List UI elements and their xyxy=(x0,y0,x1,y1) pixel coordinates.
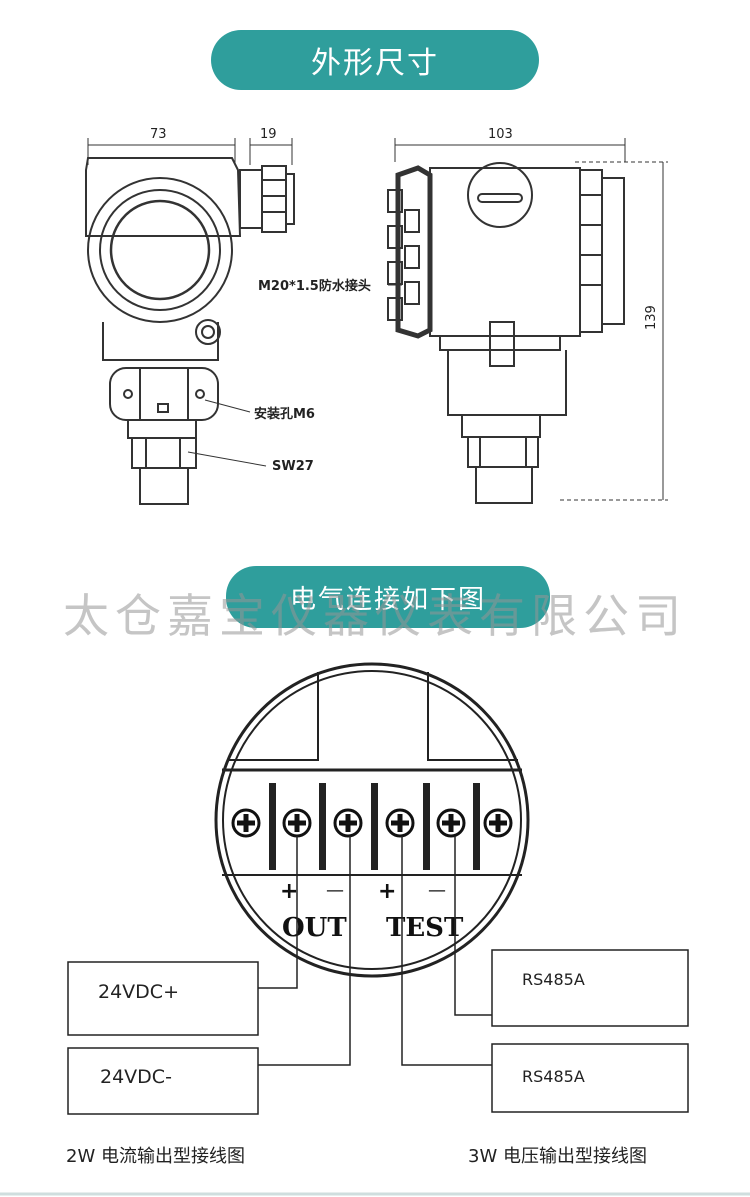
screw-icon xyxy=(282,808,312,838)
connection-boxes xyxy=(67,949,689,1115)
box-label-24vdc-plus: 24VDC+ xyxy=(98,981,179,1003)
screw-icon xyxy=(231,808,261,838)
caption-3w: 3W 电压输出型接线图 xyxy=(468,1146,647,1167)
screw-icon xyxy=(436,808,466,838)
screw-icon xyxy=(333,808,363,838)
terminal-minus-2: — xyxy=(428,880,446,901)
caption-2w: 2W 电流输出型接线图 xyxy=(66,1146,245,1167)
terminal-strip xyxy=(269,783,480,870)
terminal-test-label: TEST xyxy=(386,913,464,943)
box-label-rs485a-bottom: RS485A xyxy=(522,1067,585,1086)
wires xyxy=(258,836,492,1066)
terminal-plus-1: + xyxy=(280,879,298,904)
box-label-24vdc-minus: 24VDC- xyxy=(100,1066,172,1088)
section-title-dimensions: 外形尺寸 xyxy=(211,30,539,90)
dim-139: 139 xyxy=(644,305,659,330)
front-view-drawing xyxy=(85,138,295,505)
label-wrench-size: SW27 xyxy=(272,459,314,474)
label-mount-hole: 安装孔M6 xyxy=(254,406,315,422)
dim-103: 103 xyxy=(488,127,513,142)
screw-icon xyxy=(483,808,513,838)
terminal-minus-1: — xyxy=(326,880,344,901)
dim-73: 73 xyxy=(150,127,167,142)
terminal-out-label: OUT xyxy=(282,913,347,943)
box-rs485a-top xyxy=(491,949,689,1027)
screw-icon xyxy=(385,808,415,838)
label-thread: M20*1.5防水接头 xyxy=(258,278,371,294)
dim-19: 19 xyxy=(260,127,277,142)
box-24vdc-plus xyxy=(67,961,259,1036)
terminal-plus-2: + xyxy=(378,879,396,904)
section-title-wiring: 电气连接如下图 xyxy=(226,566,550,628)
side-view-drawing xyxy=(387,138,668,504)
box-label-rs485a-top: RS485A xyxy=(522,970,585,989)
terminal-housing xyxy=(214,662,530,978)
box-24vdc-minus xyxy=(67,1047,259,1115)
box-rs485a-bottom xyxy=(491,1043,689,1113)
